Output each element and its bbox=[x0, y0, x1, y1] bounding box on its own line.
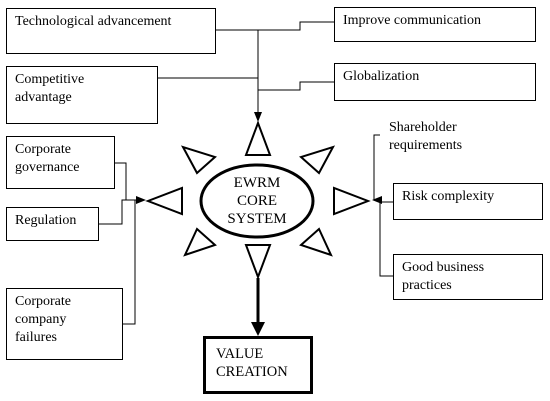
core-star bbox=[145, 120, 371, 280]
arrowhead-top bbox=[254, 112, 262, 122]
connector-failures bbox=[123, 200, 136, 325]
box-globalization: Globalization bbox=[334, 63, 536, 101]
box-value-creation: VALUE CREATION bbox=[203, 336, 313, 394]
box-risk-complexity: Risk complexity bbox=[393, 183, 543, 220]
connector-governance bbox=[115, 162, 140, 201]
connector-shareholder bbox=[373, 134, 380, 200]
connector-globalization bbox=[258, 81, 334, 91]
ray-right bbox=[333, 186, 371, 216]
box-shareholder-requirements: Shareholder requirements bbox=[380, 114, 536, 158]
ray-top bbox=[244, 120, 272, 156]
core-label: EWRM CORE SYSTEM bbox=[227, 175, 287, 227]
box-competitive-advantage: Competitive advantage bbox=[6, 66, 158, 124]
ray-left bbox=[145, 186, 183, 216]
ray-bottom-right bbox=[299, 227, 333, 257]
ray-top-right bbox=[299, 145, 336, 175]
connector-business bbox=[374, 199, 393, 277]
ray-bottom-left bbox=[183, 227, 217, 257]
box-corporate-company-failures: Corporate company failures bbox=[6, 288, 123, 360]
ray-bottom bbox=[244, 244, 272, 280]
arrowhead-right bbox=[372, 196, 382, 204]
connector-regulation bbox=[99, 199, 140, 225]
box-technological-advancement: Technological advancement bbox=[6, 8, 216, 54]
arrowhead-output bbox=[251, 322, 265, 336]
box-good-business-practices: Good business practices bbox=[393, 254, 543, 300]
box-regulation: Regulation bbox=[6, 207, 99, 241]
box-improve-communication: Improve communication bbox=[334, 7, 536, 42]
connector-communication bbox=[258, 21, 334, 31]
arrowhead-left bbox=[136, 196, 146, 204]
box-corporate-governance: Corporate governance bbox=[6, 136, 115, 189]
ray-top-left bbox=[180, 145, 217, 175]
core-ellipse bbox=[199, 163, 315, 239]
connector-tech bbox=[216, 29, 259, 80]
